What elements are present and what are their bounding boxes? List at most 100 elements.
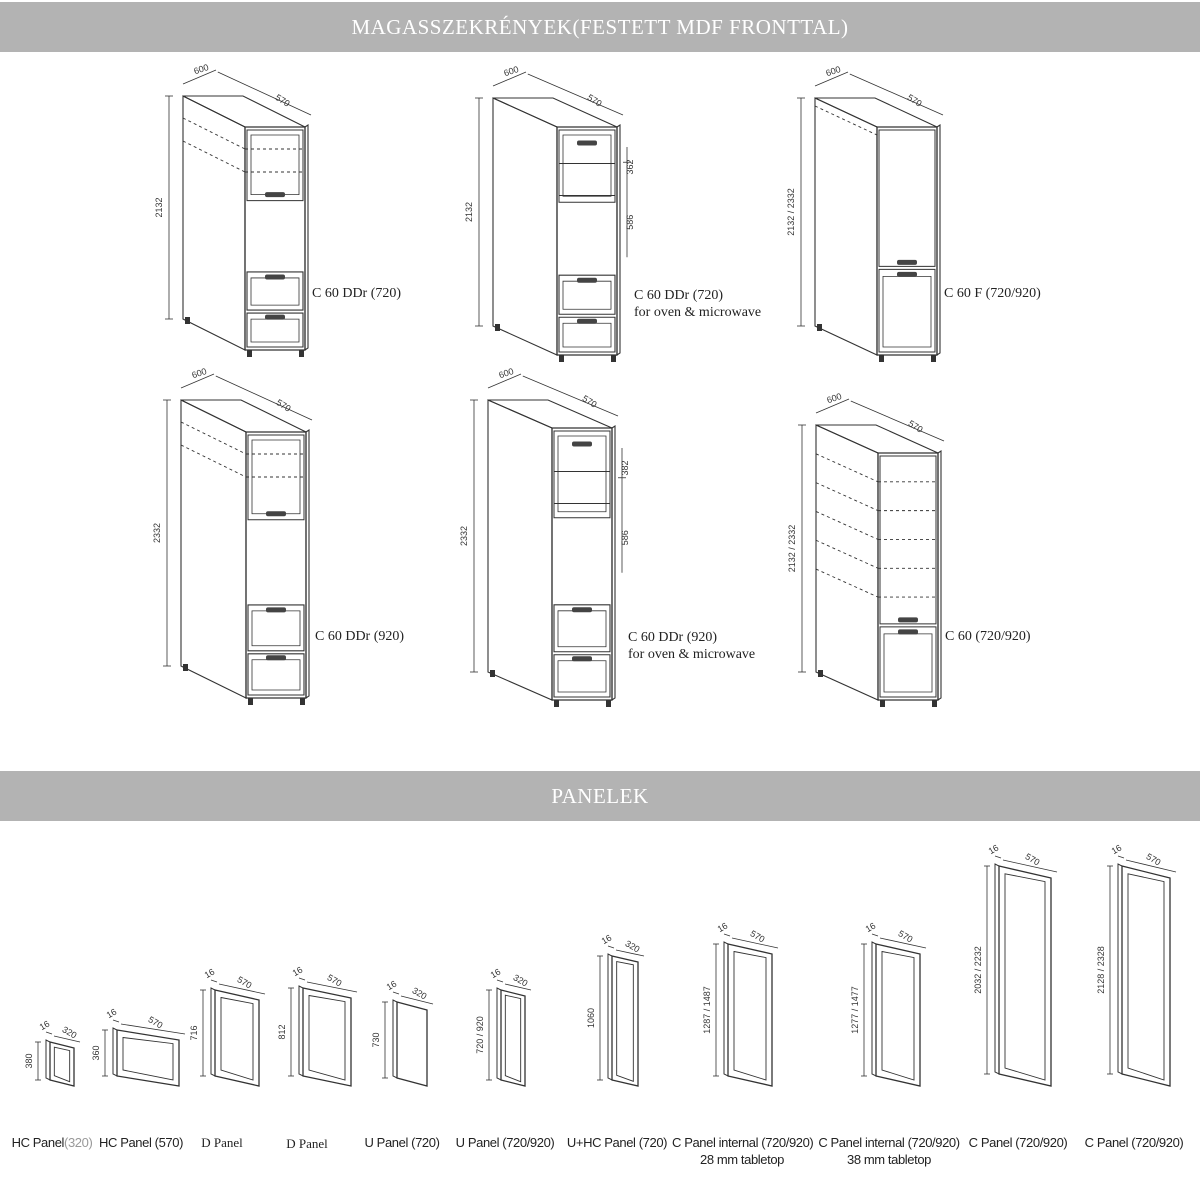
panel-thickness	[1117, 863, 1123, 1075]
drawer-handle	[265, 274, 285, 280]
panel-label-11: C Panel (720/920)	[1082, 1134, 1186, 1151]
drawer-handle	[266, 655, 286, 661]
shelf-line	[815, 511, 879, 540]
panel-thickness	[496, 987, 502, 1081]
height-dimension-text: 2032 / 2232	[973, 946, 983, 994]
panel-thickness	[298, 985, 304, 1077]
width-dimension-text: 600	[191, 366, 208, 380]
panel-label-3: D Panel	[192, 1134, 252, 1151]
cabinet-foot	[932, 700, 937, 707]
thickness-dimension-line	[496, 979, 504, 983]
width-dimension-line	[504, 983, 532, 991]
depth-dimension-text: 570	[586, 92, 604, 108]
thickness-dimension-line	[994, 855, 1002, 859]
cabinet-name: C 60 DDr (720)	[634, 288, 724, 303]
shelf-line	[815, 482, 879, 512]
panel-label-1: HC Panel(320)	[0, 1134, 104, 1151]
height-dimension-text: 2132	[154, 197, 164, 217]
upper-door	[878, 129, 936, 267]
height-dimension-text: 2132 / 2332	[786, 188, 796, 236]
panels-section-header: PANELEK	[0, 771, 1200, 821]
thickness-dimension-line	[871, 933, 879, 937]
thickness-dimension-line	[112, 1019, 120, 1023]
cabinet-name: C 60 (720/920)	[945, 629, 1031, 644]
upper-door-panel	[250, 134, 300, 195]
width-dimension-line	[120, 1023, 186, 1035]
thickness-dimension-line	[210, 979, 218, 983]
lower-door	[879, 626, 937, 698]
shelf-line	[815, 568, 879, 598]
drawer-panel	[250, 277, 300, 306]
panel-name-line2: 28 mm tabletop	[699, 1152, 784, 1167]
cabinet-foot	[299, 350, 304, 357]
panel-thickness	[723, 941, 729, 1077]
panel-name: U Panel (720/920)	[455, 1135, 555, 1150]
shelf-line	[182, 140, 246, 173]
panel-inner-frame	[308, 994, 346, 1081]
niche-lower-dimension: 586	[625, 215, 635, 230]
upper-door-handle	[897, 259, 917, 265]
panel-inner-frame	[616, 961, 634, 1082]
panel-label-2: HC Panel (570)	[96, 1134, 186, 1151]
drawer-panel	[251, 659, 301, 691]
height-dimension-text: 2132 / 2332	[787, 525, 797, 573]
cabinet-label-6: C 60 (720/920)	[945, 628, 1031, 645]
panel-thickness	[392, 999, 398, 1079]
height-dimension-text: 2332	[459, 526, 469, 546]
width-dimension-line	[182, 69, 217, 85]
height-dimension-text: 2132	[464, 202, 474, 222]
panel-label-8: C Panel internal (720/920) 28 mm tableto…	[672, 1134, 814, 1168]
cabinet-label-4: C 60 DDr (920)	[315, 628, 404, 645]
upper-door-panel	[562, 134, 612, 197]
thickness-dimension-text: 16	[489, 967, 503, 981]
cabinet-label-3: C 60 F (720/920)	[944, 285, 1041, 302]
cabinet-front-edge	[611, 424, 616, 702]
width-dimension-text: 600	[193, 62, 210, 76]
panel-label-7: U+HC Panel (720)	[566, 1134, 668, 1151]
width-dimension-text: 600	[503, 64, 520, 78]
drawer-handle	[572, 656, 592, 662]
shelf-line	[815, 539, 879, 569]
panel-outline	[396, 1001, 428, 1087]
depth-dimension-line	[527, 73, 624, 116]
panel-inner-frame	[733, 950, 767, 1081]
upper-door	[558, 129, 616, 203]
cabinet-foot	[931, 355, 936, 362]
cabinet-name: C 60 DDr (720)	[312, 286, 402, 301]
panel-label-10: C Panel (720/920)	[966, 1134, 1070, 1151]
cabinet-foot	[606, 700, 611, 707]
panel-name: C Panel (720/920)	[1084, 1135, 1184, 1150]
width-dimension-line	[306, 981, 358, 993]
height-dimension-text: 360	[91, 1045, 101, 1060]
width-dimension-text: 600	[825, 64, 842, 78]
panel-label-6: U Panel (720/920)	[455, 1134, 555, 1151]
lower-door-panel	[883, 633, 933, 693]
upper-door	[553, 430, 611, 519]
panel-label-4: D Panel	[277, 1135, 337, 1152]
cabinet-foot	[300, 698, 305, 705]
width-dimension-line	[180, 373, 215, 389]
cabinet-foot	[559, 355, 564, 362]
thickness-dimension-text: 16	[1110, 843, 1124, 857]
upper-door-panel	[251, 439, 301, 515]
cabinet-foot	[880, 700, 885, 707]
width-dimension-line	[492, 71, 527, 87]
panel-inner-frame	[220, 996, 254, 1081]
drawer-front	[553, 654, 611, 698]
thickness-dimension-text: 16	[291, 965, 305, 979]
thickness-dimension-text: 16	[38, 1019, 52, 1033]
thickness-dimension-line	[298, 977, 306, 981]
drawer-front	[246, 271, 304, 311]
cabinet-side	[815, 424, 879, 701]
panel-name: D Panel	[201, 1135, 243, 1150]
upper-door	[247, 434, 305, 521]
cabinet-foot	[247, 350, 252, 357]
depth-dimension-text: 570	[275, 397, 293, 413]
